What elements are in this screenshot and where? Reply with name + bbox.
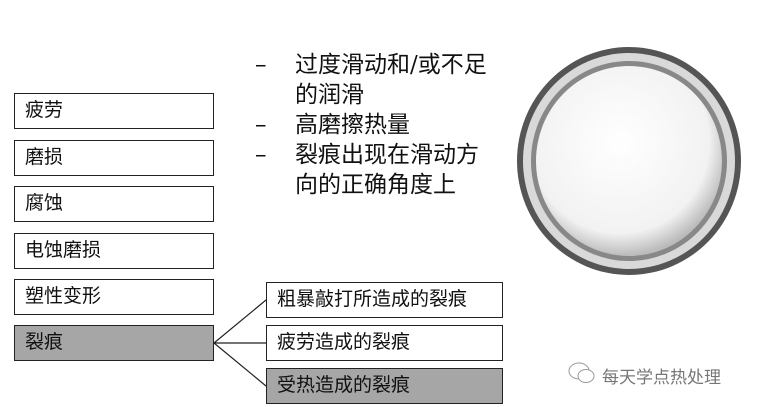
bearing-ring-image <box>517 47 741 275</box>
cause-cracks: 裂痕 <box>14 325 214 361</box>
watermark: 每天学点热处理 <box>568 362 721 389</box>
cause-fatigue: 疲劳 <box>14 93 214 129</box>
bullet-item: –裂痕出现在滑动方向的正确角度上 <box>255 142 479 198</box>
bullet-item: –过度滑动和/或不足的润滑 <box>255 52 487 108</box>
crack-fatigue: 疲劳造成的裂痕 <box>266 325 503 361</box>
crack-thermal: 受热造成的裂痕 <box>266 368 503 404</box>
cause-plastic-deformation: 塑性变形 <box>14 279 214 315</box>
cause-corrosion: 腐蚀 <box>14 186 214 222</box>
crack-rough-handling: 粗暴敲打所造成的裂痕 <box>266 282 503 318</box>
cause-electrical-erosion: 电蚀磨损 <box>14 233 214 269</box>
wechat-icon <box>568 362 596 389</box>
bullet-item: –高磨擦热量 <box>255 112 410 138</box>
bullet-list: –过度滑动和/或不足的润滑 –高磨擦热量 –裂痕出现在滑动方向的正确角度上 <box>255 50 495 200</box>
cause-wear: 磨损 <box>14 140 214 176</box>
